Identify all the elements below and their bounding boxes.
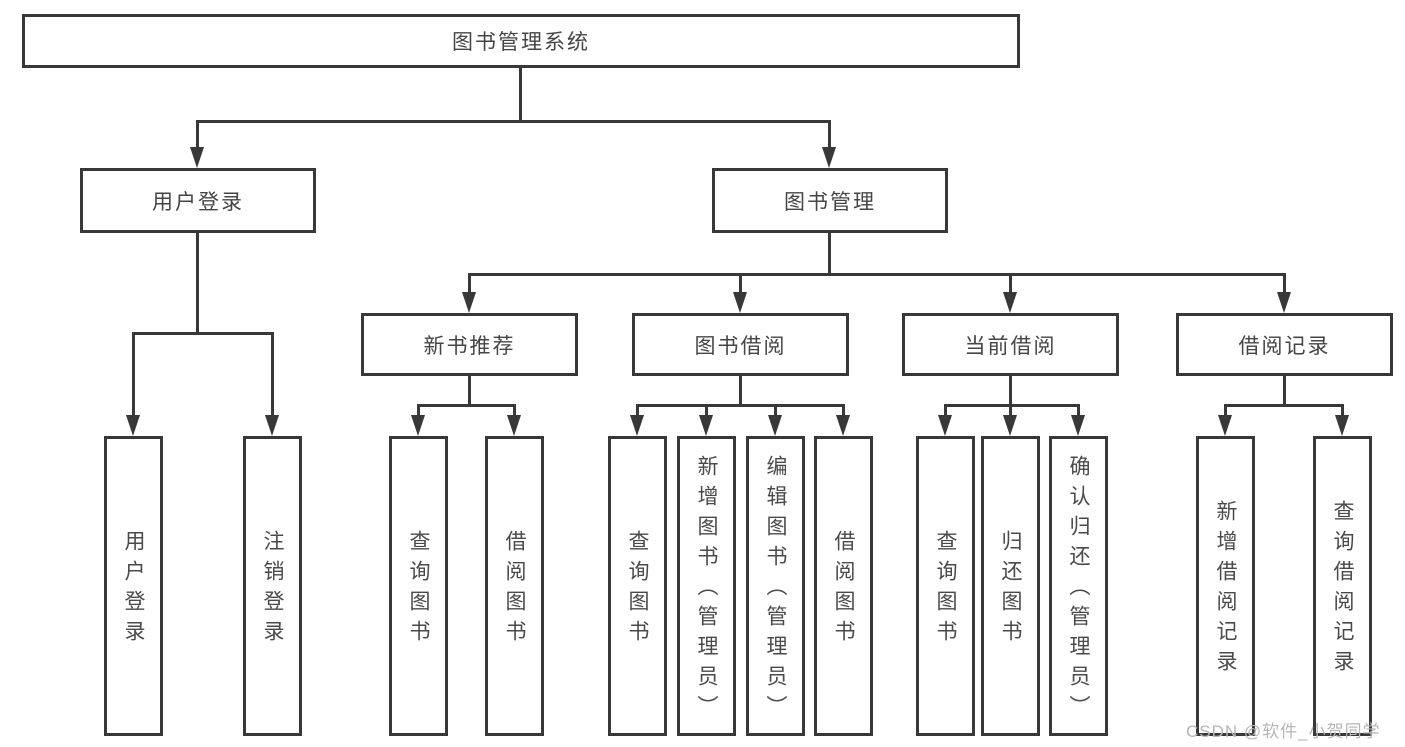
connector-line: [468, 273, 471, 294]
node-label: 当前借阅: [964, 334, 1057, 358]
arrow-down-icon: [699, 415, 713, 436]
connector-line: [828, 120, 831, 149]
node-label: 图书借阅: [694, 334, 787, 358]
node-book-management: 图书管理: [712, 168, 948, 233]
arrow-down-icon: [1003, 292, 1017, 313]
leaf-edit-books-admin: 编辑图书（管理员）: [746, 436, 805, 736]
arrow-down-icon: [1071, 415, 1085, 436]
node-user-login: 用户登录: [80, 168, 316, 233]
node-label: 查询借阅记录: [1331, 500, 1354, 680]
leaf-user-login: 用户登录: [104, 436, 163, 736]
connector-line: [739, 376, 742, 407]
connector-line: [1283, 376, 1286, 407]
node-borrowing-records: 借阅记录: [1176, 313, 1393, 376]
node-label: 用户登录: [152, 190, 244, 214]
connector-line: [1077, 404, 1080, 417]
connector-line: [828, 233, 831, 275]
connector-line: [1224, 404, 1227, 417]
arrow-down-icon: [190, 147, 204, 168]
leaf-borrow-books-recommend: 借阅图书: [485, 436, 544, 736]
node-label: 新增借阅记录: [1214, 500, 1237, 680]
arrow-down-icon: [938, 415, 952, 436]
leaf-query-books-current: 查询图书: [916, 436, 975, 736]
leaf-logout: 注销登录: [243, 436, 302, 736]
connector-line: [468, 376, 471, 407]
arrow-down-icon: [733, 292, 747, 313]
arrow-down-icon: [1335, 415, 1349, 436]
connector-line: [1009, 404, 1012, 417]
connector-line: [513, 404, 516, 417]
arrow-down-icon: [630, 415, 644, 436]
connector-line: [196, 120, 199, 149]
connector-line: [842, 404, 845, 417]
node-label: 借阅记录: [1238, 334, 1331, 358]
arrow-down-icon: [836, 415, 850, 436]
node-label: 查询图书: [407, 530, 430, 650]
connector-line: [417, 404, 420, 417]
arrow-down-icon: [411, 415, 425, 436]
connector-line: [636, 404, 639, 417]
leaf-confirm-return-admin: 确认归还（管理员）: [1049, 436, 1108, 736]
node-label: 归还图书: [999, 530, 1022, 650]
node-label: 借阅图书: [503, 530, 526, 650]
arrow-down-icon: [1003, 415, 1017, 436]
node-current-borrowing: 当前借阅: [902, 313, 1119, 376]
leaf-add-borrow-record: 新增借阅记录: [1196, 436, 1255, 736]
arrow-down-icon: [462, 292, 476, 313]
connector-line: [774, 404, 777, 417]
node-library-management-system: 图书管理系统: [22, 14, 1020, 68]
node-label: 新书推荐: [423, 334, 516, 358]
node-label: 图书管理: [784, 190, 876, 214]
node-label: 图书管理系统: [452, 31, 590, 54]
node-label: 确认归还（管理员）: [1067, 455, 1090, 725]
leaf-query-borrow-record: 查询借阅记录: [1313, 436, 1372, 736]
leaf-query-books-borrow: 查询图书: [608, 436, 667, 736]
node-label: 查询图书: [934, 530, 957, 650]
arrow-down-icon: [265, 415, 279, 436]
node-label: 借阅图书: [832, 530, 855, 650]
node-label: 注销登录: [261, 530, 284, 650]
connector-line: [271, 332, 274, 416]
leaf-add-books-admin: 新增图书（管理员）: [677, 436, 736, 736]
connector-line: [944, 404, 1080, 407]
leaf-return-books: 归还图书: [981, 436, 1040, 736]
arrow-down-icon: [507, 415, 521, 436]
node-label: 编辑图书（管理员）: [764, 455, 787, 725]
connector-line: [739, 273, 742, 294]
node-book-borrowing: 图书借阅: [632, 313, 849, 376]
connector-line: [132, 332, 274, 335]
connector-line: [1224, 404, 1344, 407]
arrow-down-icon: [1218, 415, 1232, 436]
arrow-down-icon: [822, 147, 836, 168]
node-label: 用户登录: [122, 530, 145, 650]
arrow-down-icon: [768, 415, 782, 436]
connector-line: [705, 404, 708, 417]
connector-line: [519, 68, 522, 123]
node-new-book-recommendation: 新书推荐: [361, 313, 578, 376]
node-label: 新增图书（管理员）: [695, 455, 718, 725]
connector-line: [1283, 273, 1286, 294]
connector-line: [196, 233, 199, 334]
arrow-down-icon: [126, 415, 140, 436]
connector-line: [196, 120, 831, 123]
connector-line: [132, 332, 135, 416]
leaf-borrow-books: 借阅图书: [814, 436, 873, 736]
csdn-watermark: CSDN @软件_小贺同学: [1186, 722, 1381, 741]
connector-line: [944, 404, 947, 417]
connector-line: [1341, 404, 1344, 417]
leaf-query-books-recommend: 查询图书: [389, 436, 448, 736]
connector-line: [1009, 273, 1012, 294]
connector-line: [468, 273, 1286, 276]
connector-line: [636, 404, 844, 407]
arrow-down-icon: [1277, 292, 1291, 313]
connector-line: [417, 404, 516, 407]
node-label: 查询图书: [626, 530, 649, 650]
connector-line: [1009, 376, 1012, 407]
